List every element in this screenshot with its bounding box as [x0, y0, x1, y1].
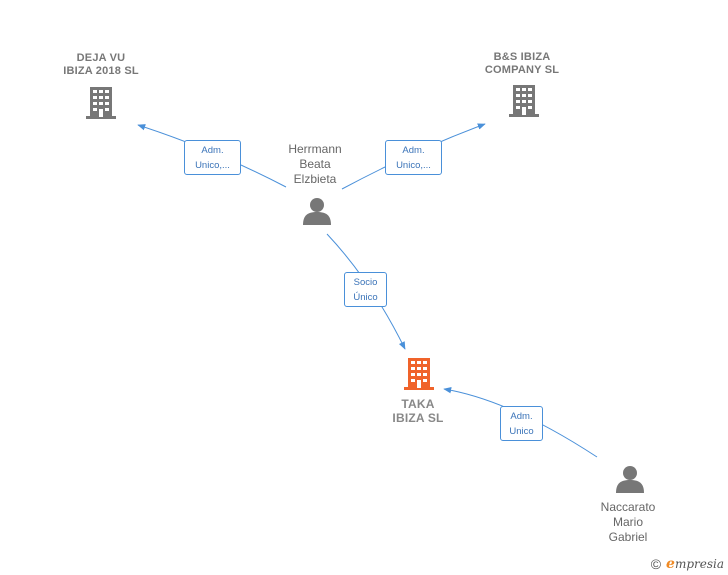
person-name-line: Naccarato	[600, 500, 656, 514]
building-icon[interactable]	[86, 87, 116, 119]
relation-role-line: Adm.	[510, 411, 533, 422]
relation-role-line: Adm.	[402, 145, 425, 156]
company-name-line: COMPANY SL	[484, 64, 560, 76]
person-icon[interactable]	[303, 198, 331, 225]
relation-role-line: Unico,...	[396, 160, 431, 171]
person-name-line: Herrmann	[288, 142, 342, 156]
company-label-deja-vu[interactable]: DEJA VU IBIZA 2018 SL	[63, 52, 139, 78]
person-name-line: Mario	[612, 515, 644, 529]
company-name-line: IBIZA 2018 SL	[63, 65, 139, 77]
relation-label-herrmann-taka-ibiza[interactable]: Socio Único	[344, 272, 387, 307]
relation-label-herrmann-bs-ibiza[interactable]: Adm. Unico,...	[385, 140, 442, 175]
relation-label-herrmann-deja-vu[interactable]: Adm. Unico,...	[184, 140, 241, 175]
company-label-taka-ibiza[interactable]: TAKA IBIZA SL	[392, 397, 443, 425]
person-name-line: Beata	[299, 157, 331, 171]
relation-role-line: Socio	[353, 277, 378, 288]
person-icon[interactable]	[616, 466, 644, 493]
brand-logo-text: mpresia	[674, 557, 724, 571]
company-name-line: IBIZA SL	[392, 411, 444, 425]
person-label-herrmann[interactable]: Herrmann Beata Elzbieta	[288, 142, 341, 187]
footer-branding: © empresia	[651, 556, 724, 572]
person-label-naccarato[interactable]: Naccarato Mario Gabriel	[601, 500, 656, 545]
relation-role-line: Único	[353, 292, 378, 303]
person-name-line: Elzbieta	[293, 172, 337, 186]
company-label-bs-ibiza[interactable]: B&S IBIZA COMPANY SL	[485, 51, 559, 77]
copyright-icon: ©	[650, 556, 662, 572]
company-name-line: B&S IBIZA	[493, 51, 551, 63]
relation-role-line: Unico	[509, 426, 534, 437]
building-icon[interactable]	[509, 85, 539, 117]
brand-logo[interactable]: empresia	[666, 556, 724, 572]
relation-role-line: Unico,...	[195, 160, 230, 171]
company-name-line: DEJA VU	[76, 52, 126, 64]
building-icon[interactable]	[404, 358, 434, 390]
brand-logo-initial: e	[666, 556, 675, 572]
relation-label-naccarato-taka-ibiza[interactable]: Adm. Unico	[500, 406, 543, 441]
relation-role-line: Adm.	[201, 145, 224, 156]
person-name-line: Gabriel	[608, 530, 648, 544]
company-name-line: TAKA	[401, 397, 435, 411]
